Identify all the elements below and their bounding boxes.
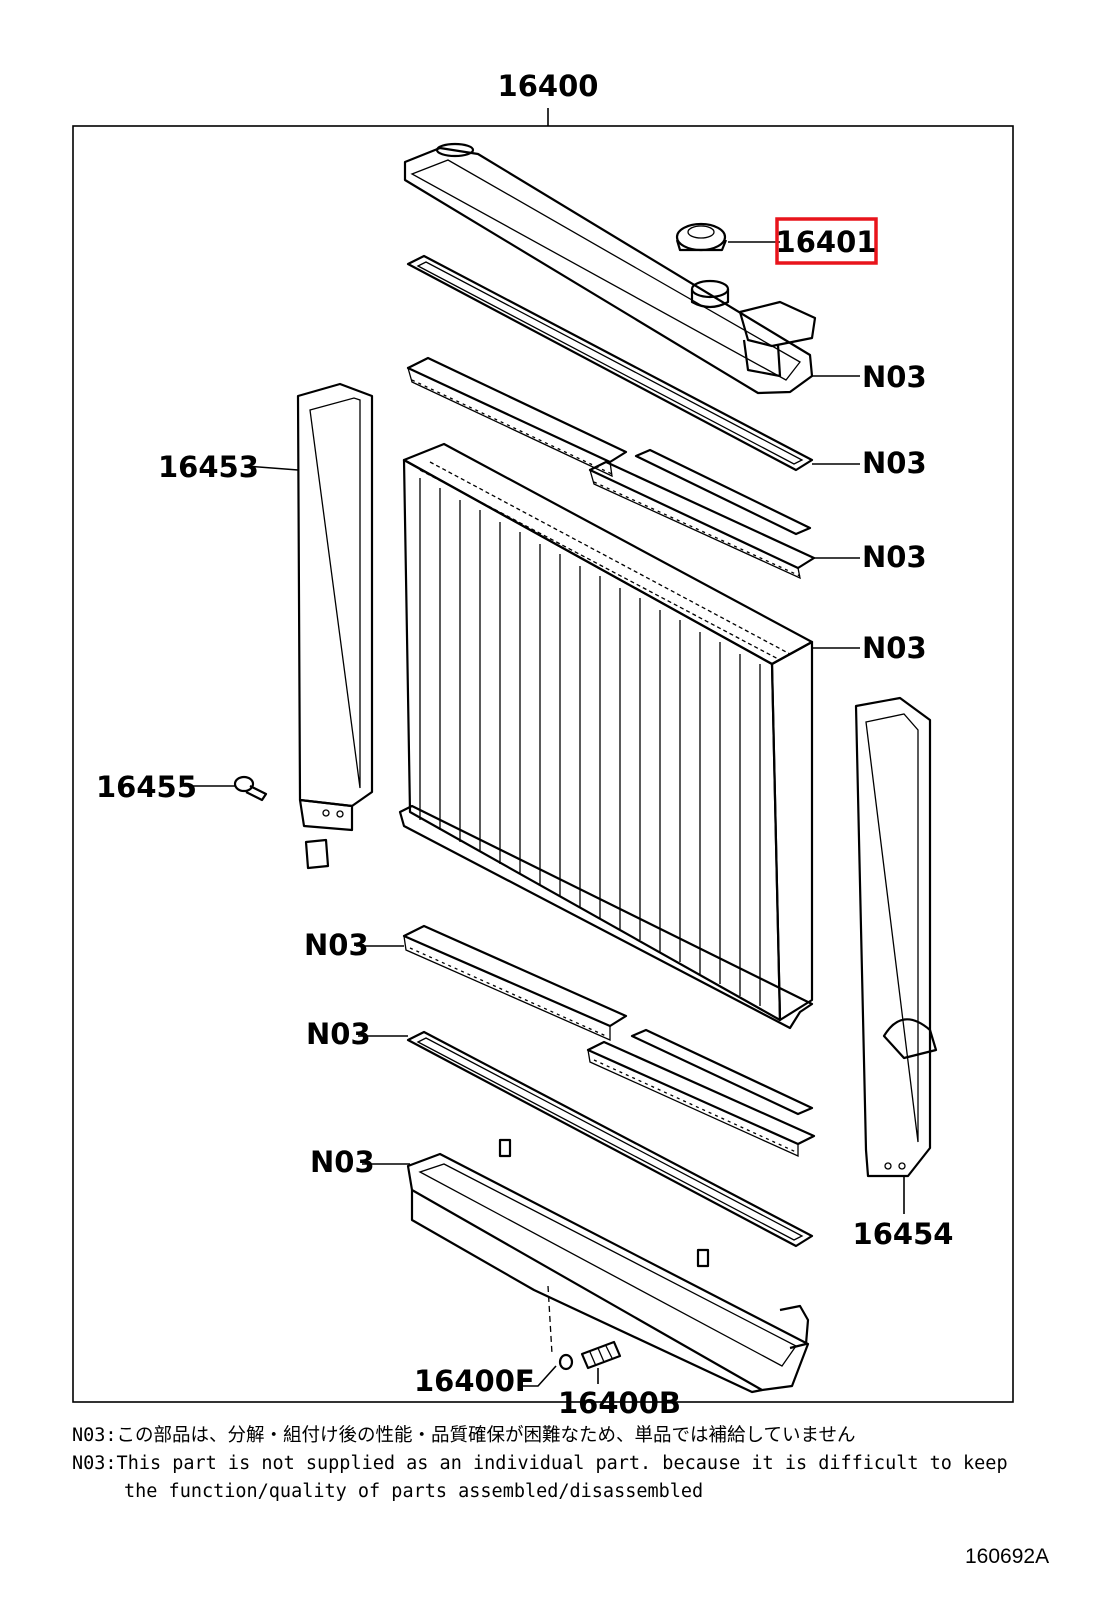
- label-16453: 16453: [158, 450, 259, 484]
- upper-gasket: [406, 254, 814, 472]
- note-english-line-2: the function/quality of parts assembled/…: [124, 1481, 704, 1502]
- lower-comb-plate-right: [586, 1028, 816, 1158]
- note-english-line-1: N03:This part is not supplied as an indi…: [72, 1453, 1008, 1474]
- upper-comb-plate-right: [588, 448, 816, 580]
- figure-id: 160692A: [965, 1545, 1050, 1568]
- bolt: [233, 775, 268, 802]
- drain-gasket: [558, 1353, 574, 1371]
- lower-tank: [406, 1138, 810, 1394]
- label-n03-lower-comb: N03: [304, 928, 369, 962]
- cap-seal: [690, 279, 730, 309]
- drain-axis: [547, 1285, 553, 1355]
- drain-gasket-leader: [522, 1365, 557, 1387]
- right-support: [854, 696, 938, 1178]
- note-japanese: N03:この部品は、分解・組付け後の性能・品質確保が困難なため、単品では補給して…: [72, 1425, 856, 1446]
- label-16400F: 16400F: [414, 1364, 535, 1398]
- highlight-box-16401: [775, 217, 878, 265]
- left-support: [296, 382, 374, 870]
- label-16454: 16454: [853, 1217, 954, 1251]
- label-16400B: 16400B: [558, 1386, 681, 1420]
- radiator-core: [398, 442, 814, 1030]
- upper-tank: [403, 142, 817, 395]
- drain-cock: [580, 1340, 622, 1370]
- upper-comb-plate-left: [406, 356, 628, 478]
- label-n03-lower-gasket: N03: [306, 1017, 371, 1051]
- label-n03-lower-tank: N03: [310, 1145, 375, 1179]
- label-16401: 16401: [776, 225, 877, 259]
- left-support-leader: [245, 465, 299, 471]
- label-n03-upper-tank: N03: [862, 360, 927, 394]
- label-16455: 16455: [96, 770, 197, 804]
- label-n03-core: N03: [862, 631, 927, 665]
- lower-gasket: [406, 1030, 814, 1248]
- label-n03-upper-gasket: N03: [862, 446, 927, 480]
- footnotes: N03:この部品は、分解・組付け後の性能・品質確保が困難なため、単品では補給して…: [72, 1422, 1072, 1506]
- assembly-frame: [72, 125, 1014, 1403]
- radiator-cap: [675, 222, 728, 252]
- label-n03-upper-comb: N03: [862, 540, 927, 574]
- lower-comb-plate-left: [402, 924, 628, 1041]
- label-16400: 16400: [498, 69, 599, 103]
